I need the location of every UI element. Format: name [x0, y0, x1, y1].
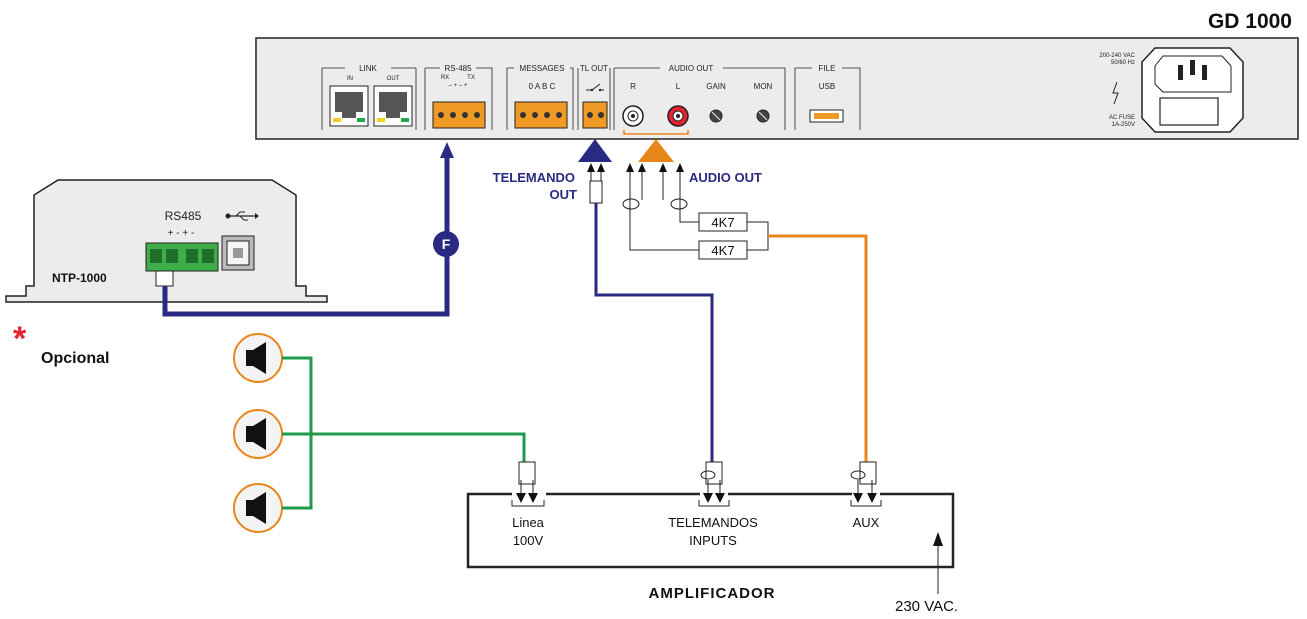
rs485-terminal-block [432, 101, 486, 129]
ntp-rs485-terminal [145, 242, 219, 272]
rs485-tx-label: TX [467, 75, 475, 81]
resistor-1-label: 4K7 [711, 215, 734, 230]
speaker-1 [233, 333, 283, 383]
telemando-out-label: TELEMANDO [493, 170, 575, 185]
link-in-label: IN [347, 76, 353, 82]
amplifier-title: AMPLIFICADOR [649, 585, 776, 602]
messages-terminal-block [514, 101, 568, 129]
iec-power-socket [1141, 47, 1244, 133]
audio-arrowheads [626, 163, 684, 172]
tl-out-terminal-block [582, 101, 608, 129]
linea-label: Linea [512, 515, 545, 530]
power-freq-label: 50/60 Hz [1111, 60, 1135, 66]
ethernet-port-in [329, 85, 369, 127]
audio-out-panel-label: AUDIO OUT [669, 64, 714, 73]
messages-pins-label: 0 A B C [529, 82, 556, 91]
inputs-label: INPUTS [689, 533, 737, 548]
optional-asterisk: * [13, 320, 27, 358]
resistor-2: 4K7 [698, 240, 748, 260]
telemando-cable [594, 203, 714, 470]
aux-label: AUX [853, 515, 880, 530]
gd1000-panel: LINK IN OUT RS-485 RX TX [255, 37, 1299, 140]
audio-out-section: AUDIO OUT R L GAIN MON [613, 64, 786, 135]
rs485-rx-label: RX [441, 75, 449, 81]
aux-connector [850, 461, 882, 507]
mon-label: MON [754, 82, 773, 91]
tl-out-label: TL OUT [580, 64, 608, 73]
speaker-line-cable [282, 356, 526, 510]
fiber-badge: F [433, 231, 459, 257]
file-section: FILE USB [794, 64, 861, 130]
lightning-icon [1112, 81, 1119, 105]
ntp-cable-connector [155, 270, 174, 287]
speaker-icon [246, 500, 253, 516]
mains-arrow [933, 532, 943, 546]
audio-l-label: L [676, 82, 681, 91]
speaker-3 [233, 483, 283, 533]
linea-connector [511, 461, 545, 507]
amplifier-box [466, 492, 955, 569]
usb-symbol-icon [225, 211, 259, 221]
power-rating-label: 200-240 VAC [1099, 53, 1135, 59]
resistor-2-label: 4K7 [711, 243, 734, 258]
ntp1000-device: NTP-1000 RS485 + - + - [5, 179, 328, 303]
usb-label: USB [819, 82, 835, 91]
speaker-2 [233, 409, 283, 459]
device-title: GD 1000 [1208, 10, 1292, 33]
fiber-badge-label: F [442, 236, 451, 252]
rs485-input-arrow [440, 142, 454, 158]
resistor-1: 4K7 [698, 212, 748, 232]
telemando-out-label-2: OUT [550, 187, 578, 202]
gain-label: GAIN [706, 82, 726, 91]
audio-cable [768, 234, 868, 470]
rca-jack-left [667, 105, 689, 127]
ntp-polarity-label: + - + - [168, 228, 195, 239]
file-label: FILE [819, 64, 836, 73]
audio-out-label: AUDIO OUT [689, 170, 762, 185]
fuse-label: AC FUSE [1109, 115, 1135, 121]
tl-out-section: TL OUT [577, 64, 611, 130]
ethernet-port-out [373, 85, 413, 127]
telemandos-label: TELEMANDOS [668, 515, 758, 530]
rs485-section: RS-485 RX TX – + – + [424, 64, 493, 130]
linea-voltage-label: 100V [513, 533, 544, 548]
speaker-icon [246, 350, 253, 366]
link-out-label: OUT [387, 76, 400, 82]
audio-wiring [622, 172, 769, 251]
fuse-rating-label: 1A-250V [1112, 122, 1135, 128]
rs485-polarity-label: – + – + [449, 83, 468, 89]
ntp-rs485-label: RS485 [165, 209, 202, 223]
ntp-usb-b-port [221, 235, 255, 271]
speaker-icon [246, 426, 253, 442]
audio-out-bracket [623, 130, 689, 135]
power-section: 200-240 VAC 50/60 Hz AC FUSE 1A-250V [1099, 47, 1244, 133]
optional-label: Opcional [41, 350, 109, 367]
ntp-name-label: NTP-1000 [52, 271, 107, 285]
link-section: LINK IN OUT [321, 64, 417, 130]
audio-r-label: R [630, 82, 636, 91]
audio-out-arrow [638, 139, 674, 162]
mains-label: 230 VAC. [895, 598, 958, 615]
rca-jack-right [622, 105, 644, 127]
telemandos-connector [698, 461, 730, 507]
link-label: LINK [359, 64, 377, 73]
messages-section: MESSAGES 0 A B C [506, 64, 574, 130]
telemando-arrow [578, 139, 612, 162]
rs485-label: RS-485 [444, 64, 472, 73]
usb-port [809, 109, 844, 123]
mon-knob [756, 109, 770, 123]
gain-knob [709, 109, 723, 123]
telemando-connector-top [587, 163, 605, 204]
messages-label: MESSAGES [520, 64, 565, 73]
